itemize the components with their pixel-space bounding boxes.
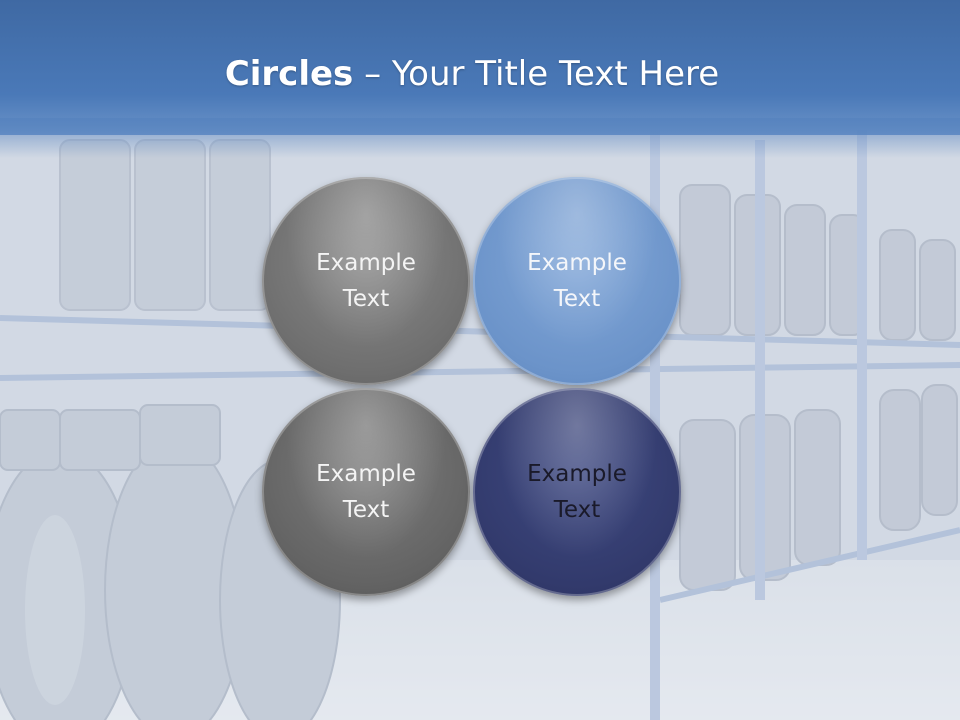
circle-text-line1: Example	[316, 461, 416, 487]
circle-text-line2: Text	[342, 286, 390, 312]
circle-bottom-right: Example Text	[473, 388, 681, 596]
circle-text-line1: Example	[527, 250, 627, 276]
circle-top-left: Example Text	[262, 177, 470, 385]
circle-text: Example Text	[507, 245, 647, 317]
circle-text-line2: Text	[553, 286, 601, 312]
title-bar-fade	[0, 118, 960, 158]
circle-top-right: Example Text	[473, 177, 681, 385]
circle-text-line1: Example	[316, 250, 416, 276]
circle-text: Example Text	[296, 456, 436, 528]
title-bar	[0, 0, 960, 135]
circle-text-line1: Example	[527, 461, 627, 487]
circle-text: Example Text	[507, 456, 647, 528]
slide-title: Circles – Your Title Text Here	[0, 52, 944, 96]
circle-bottom-left: Example Text	[262, 388, 470, 596]
circle-text-line2: Text	[342, 497, 390, 523]
circle-text-line2: Text	[553, 497, 601, 523]
circle-text: Example Text	[296, 245, 436, 317]
slide-title-bold: Circles	[224, 54, 354, 94]
slide-title-rest: – Your Title Text Here	[353, 54, 720, 94]
